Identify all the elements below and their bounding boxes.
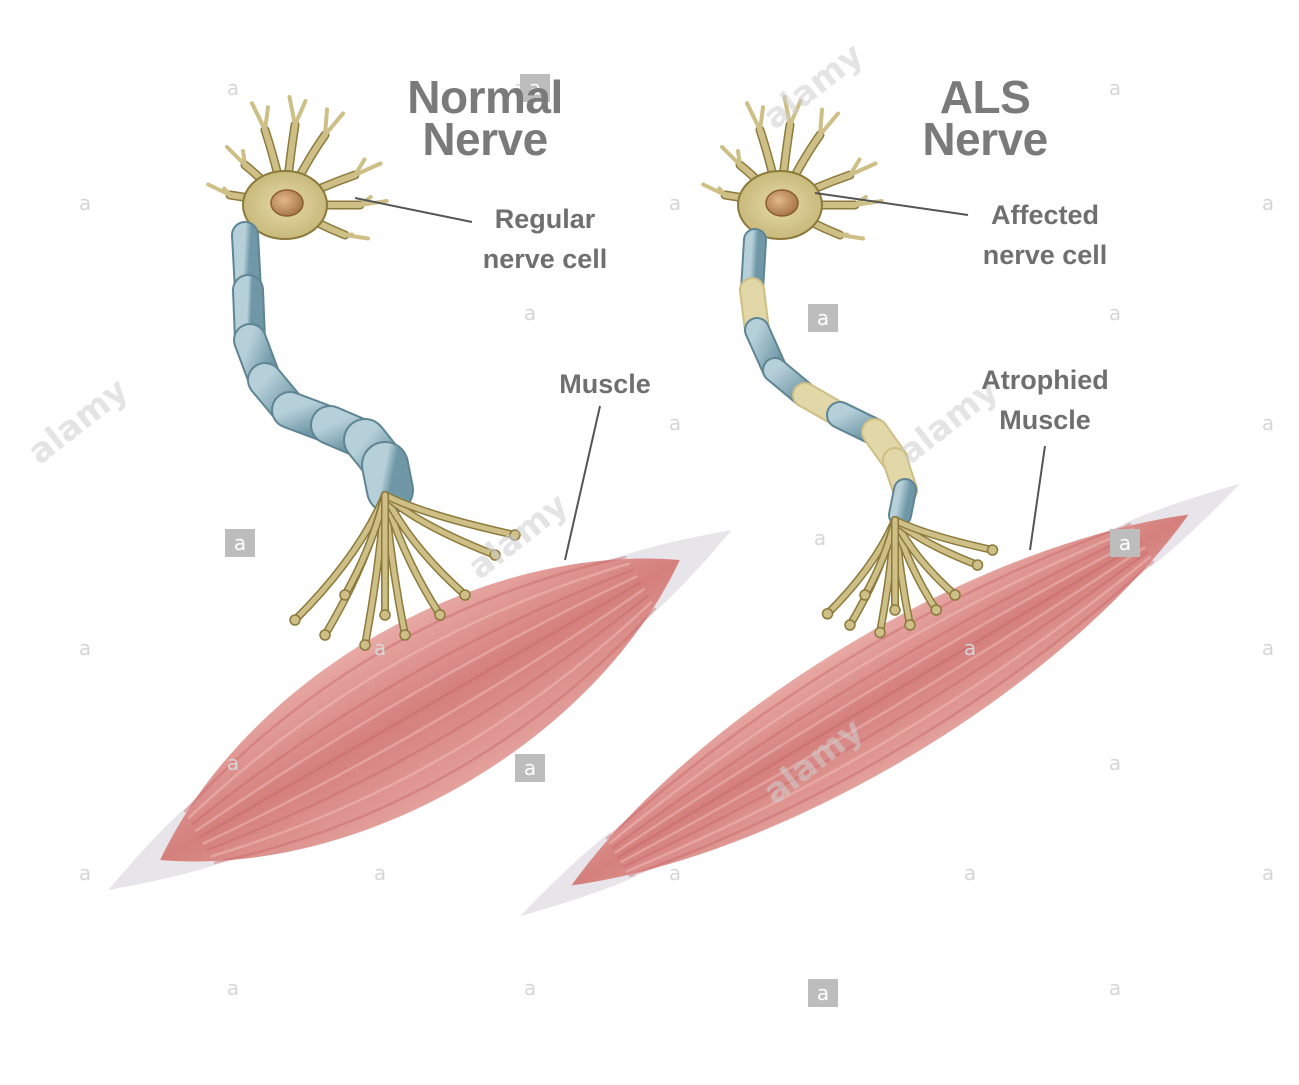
label-line: Muscle	[520, 364, 690, 404]
watermark-letter: a	[964, 861, 976, 885]
title-line: Nerve	[870, 118, 1100, 160]
synaptic-bouton	[290, 615, 300, 625]
watermark-letter: a	[1262, 861, 1274, 885]
affected-nerve-cell-label: Affected nerve cell	[950, 195, 1140, 275]
dendrite-branch	[345, 235, 368, 239]
synaptic-bouton	[320, 630, 330, 640]
dendrite-branch	[738, 151, 740, 165]
title-line: Nerve	[360, 118, 610, 160]
synaptic-bouton	[823, 609, 833, 619]
regular-nerve-cell-label: Regular nerve cell	[455, 199, 635, 279]
nucleus	[271, 190, 303, 216]
label-line: Regular	[455, 199, 635, 239]
title-line: ALS	[870, 76, 1100, 118]
watermark-letter: a	[79, 636, 91, 660]
watermark-letter: a	[669, 411, 681, 435]
normal-muscle	[65, 455, 775, 964]
watermark-letter: a	[374, 636, 386, 660]
synaptic-bouton	[360, 640, 370, 650]
dendrite-branch	[290, 97, 296, 125]
label-line: Affected	[950, 195, 1140, 235]
watermark-word: alamy	[21, 370, 136, 472]
nucleus	[766, 190, 798, 216]
watermark-letter: a	[227, 76, 239, 100]
watermark-logo-letter: a	[234, 531, 246, 555]
synaptic-bouton	[950, 590, 960, 600]
watermark-letter: a	[1109, 301, 1121, 325]
watermark-letter: a	[1109, 751, 1121, 775]
label-line: nerve cell	[950, 235, 1140, 275]
watermark-letter: a	[1262, 636, 1274, 660]
watermark-word: alamy	[756, 35, 871, 137]
title-line: Normal	[360, 76, 610, 118]
watermark-letter: a	[79, 861, 91, 885]
watermark-letter: a	[227, 976, 239, 1000]
watermark-letter: a	[227, 751, 239, 775]
watermark-letter: a	[524, 301, 536, 325]
dendrite-branch	[840, 235, 863, 239]
synaptic-bouton	[890, 605, 900, 615]
leader-line	[565, 406, 600, 560]
watermark-letter: a	[669, 861, 681, 885]
atrophied-muscle	[487, 429, 1273, 971]
als-nerve-title: ALS Nerve	[870, 76, 1100, 160]
myelin-segment	[900, 490, 905, 515]
watermark-letter: a	[1262, 191, 1274, 215]
watermark-letter: a	[1109, 76, 1121, 100]
synaptic-bouton	[905, 620, 915, 630]
watermark-letter: a	[79, 191, 91, 215]
synaptic-bouton	[400, 630, 410, 640]
watermark-letter: a	[1262, 411, 1274, 435]
label-line: Atrophied	[945, 360, 1145, 400]
watermark-logo-letter: a	[817, 306, 829, 330]
watermark-letter: a	[964, 636, 976, 660]
synaptic-bouton	[340, 590, 350, 600]
synaptic-bouton	[988, 545, 998, 555]
watermark-letter: a	[374, 861, 386, 885]
muscle-label: Muscle	[520, 364, 690, 404]
dendrite-branch	[252, 103, 265, 130]
myelin-segment	[385, 465, 390, 490]
watermark-letter: a	[524, 976, 536, 1000]
synaptic-bouton	[435, 610, 445, 620]
label-line: nerve cell	[455, 239, 635, 279]
label-line: Muscle	[945, 400, 1145, 440]
synaptic-bouton	[845, 620, 855, 630]
atrophied-muscle-label: Atrophied Muscle	[945, 360, 1145, 440]
synaptic-bouton	[460, 590, 470, 600]
normal-nerve-title: Normal Nerve	[360, 76, 610, 160]
synaptic-bouton	[860, 590, 870, 600]
watermark-letter: a	[814, 526, 826, 550]
watermark-logo-letter: a	[817, 981, 829, 1005]
synaptic-bouton	[380, 610, 390, 620]
synaptic-bouton	[875, 628, 885, 638]
watermark-logo-letter: a	[1119, 531, 1131, 555]
watermark-logo-letter: a	[524, 756, 536, 780]
dendrite-branch	[243, 151, 245, 165]
leader-line	[1030, 446, 1045, 550]
synaptic-bouton	[931, 605, 941, 615]
dendrite-branch	[295, 101, 306, 125]
muscle-fiber	[618, 542, 1143, 857]
watermark-letter: a	[669, 191, 681, 215]
watermark-letter: a	[1109, 976, 1121, 1000]
synaptic-bouton	[973, 560, 983, 570]
